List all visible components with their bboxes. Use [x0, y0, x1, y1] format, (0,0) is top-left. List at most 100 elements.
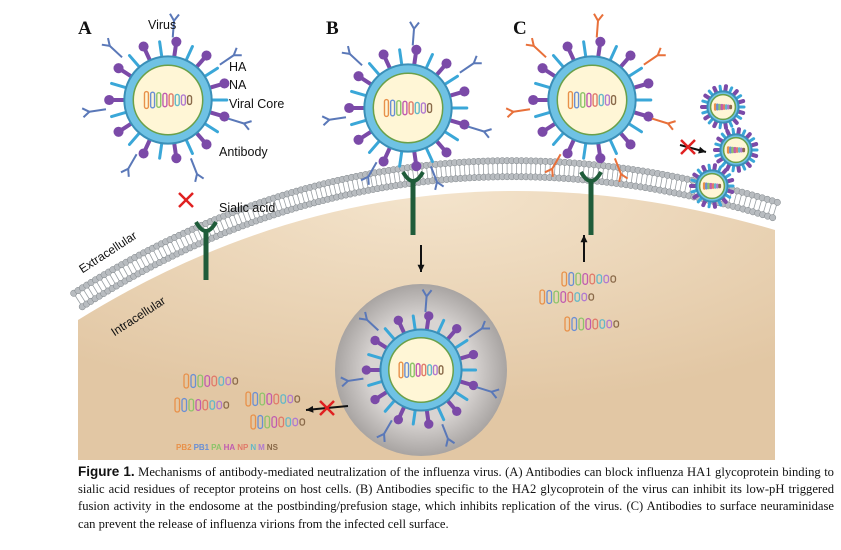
- antibody-arm: [620, 173, 629, 180]
- rna-segment: [398, 361, 404, 379]
- na-head: [724, 84, 728, 89]
- antibody-arm: [127, 168, 130, 177]
- antibody-arm: [347, 45, 351, 55]
- rna-segment: [426, 102, 433, 114]
- antibody-arm: [481, 320, 486, 329]
- ha-spike: [398, 48, 404, 67]
- rna-segment: [599, 319, 606, 329]
- rna-segment: [162, 92, 168, 108]
- rna-segment: [264, 415, 271, 429]
- antibody-arm: [445, 438, 449, 447]
- rna-segment: [560, 290, 567, 303]
- ha-spike: [582, 141, 588, 160]
- antibody-arm: [525, 43, 534, 47]
- rna-segment: [613, 320, 620, 328]
- antibody: [643, 54, 659, 66]
- na-head: [562, 148, 573, 159]
- rna-segment: [438, 365, 444, 375]
- antibody-arm: [506, 111, 515, 118]
- antibody: [329, 116, 347, 121]
- figure-illustration: A B C Virus HA NA Viral Core Antibody Si…: [70, 13, 781, 460]
- arrow-to-membrane-head: [580, 235, 588, 243]
- figure-label: Figure 1.: [78, 464, 135, 479]
- rna-segment: [432, 364, 438, 376]
- antibody: [219, 54, 235, 66]
- na-head: [692, 172, 697, 177]
- ha-spike: [424, 146, 434, 163]
- rna-segment: [596, 274, 603, 284]
- ha-spike: [398, 149, 404, 168]
- antibody-arm: [107, 37, 111, 47]
- rna-segment: [553, 290, 560, 304]
- antibody-arm: [341, 51, 350, 55]
- na-head: [138, 41, 149, 52]
- rna-segment: [225, 376, 232, 386]
- na-head: [411, 44, 422, 55]
- arrow-release-head: [698, 146, 706, 154]
- rna-segment: [285, 417, 292, 427]
- ha-spike: [383, 399, 396, 413]
- antibody-arm: [531, 37, 535, 47]
- na-head: [104, 94, 115, 106]
- rna-segment: [266, 392, 273, 405]
- rna-segment: [218, 376, 225, 386]
- ha-spike: [453, 390, 469, 402]
- rna-segment: [287, 394, 294, 404]
- rna-segment: [585, 317, 592, 330]
- antibody-label: Antibody: [219, 145, 268, 159]
- rna-segment: [420, 102, 427, 114]
- rna-segment: [195, 398, 202, 411]
- antibody-arm: [483, 128, 492, 133]
- rna-segment: [720, 103, 724, 111]
- na-head: [747, 164, 752, 168]
- rna-segment: [183, 373, 190, 389]
- antibody-arm: [597, 13, 604, 22]
- rna-segment: [408, 101, 414, 115]
- ha-spike: [627, 122, 643, 134]
- antibody: [459, 62, 475, 74]
- na-head: [730, 190, 734, 194]
- rna-segment: [211, 375, 218, 387]
- virus-panel-a: [81, 13, 252, 183]
- na-head: [370, 394, 380, 405]
- ha-spike: [367, 353, 384, 361]
- rna-segment: [581, 292, 588, 302]
- ha-spike: [127, 54, 141, 69]
- na-head: [452, 406, 462, 416]
- rna-segment: [604, 94, 611, 106]
- rna-segment: [610, 94, 617, 106]
- virus-panel-c: [505, 13, 676, 183]
- na-head: [700, 105, 704, 109]
- ha-spike: [608, 45, 618, 62]
- antibody-arm: [364, 311, 368, 320]
- rna-segment: [589, 273, 596, 285]
- rna-segment: [737, 147, 741, 153]
- rna-segment: [713, 183, 717, 189]
- rna-segment: [190, 373, 197, 389]
- rna-segment: [174, 397, 181, 413]
- rna-segment: [742, 147, 746, 153]
- na-label: NA: [229, 78, 247, 92]
- ha-spike: [158, 40, 164, 59]
- viral-core-label: Viral Core: [229, 97, 285, 111]
- rna-segment: [204, 374, 211, 387]
- ha-spike: [367, 379, 384, 387]
- rna-segment: [223, 401, 230, 409]
- na-head: [754, 154, 758, 158]
- ha-spike: [608, 138, 618, 155]
- antibody-arm: [618, 173, 622, 183]
- rna-segment: [707, 182, 711, 190]
- rna-segment: [539, 289, 546, 305]
- rna-segment: [280, 394, 287, 404]
- antibody: [347, 377, 364, 382]
- rna-segment: [168, 93, 174, 107]
- panel-label-b: B: [326, 18, 339, 39]
- antibody-arm: [173, 13, 180, 22]
- antibody-arm: [101, 43, 110, 47]
- rna-segment: [603, 274, 610, 284]
- ha-spike: [551, 54, 565, 69]
- virus-label: Virus: [148, 18, 177, 32]
- rna-segment: [250, 414, 257, 430]
- na-head: [378, 49, 389, 60]
